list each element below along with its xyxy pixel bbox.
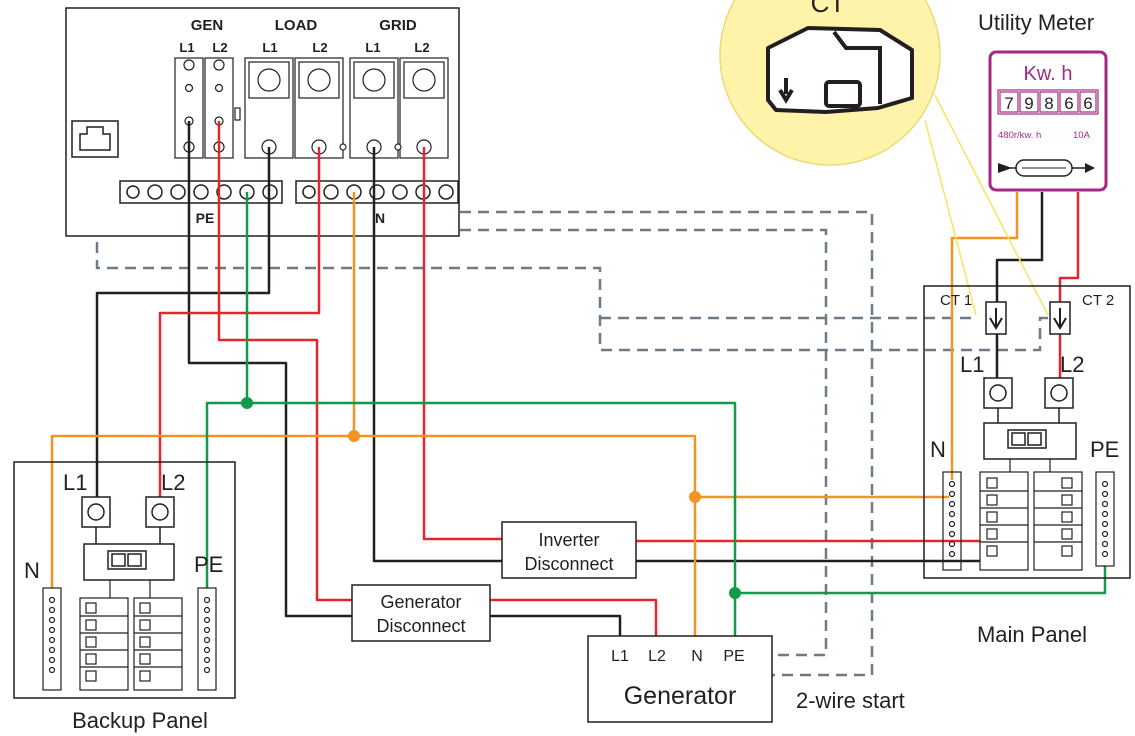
inverter-disconnect-line1: Inverter — [538, 530, 599, 550]
main-n-junction-dot — [689, 491, 701, 503]
green-wire-backup-pe — [205, 401, 737, 636]
meter-digit-1: 7 — [1004, 94, 1013, 113]
main-n-label: N — [930, 437, 946, 462]
meter-rating-right: 10A — [1073, 130, 1091, 141]
meter-rating-left: 480r/kw. h — [998, 130, 1041, 141]
meter-digit-2: 9 — [1024, 94, 1033, 113]
main-l2-label: L2 — [1060, 352, 1084, 377]
generator-disconnect: Generator Disconnect — [351, 584, 491, 642]
generator-title: Generator — [624, 682, 737, 710]
n-junction-dot — [348, 430, 360, 442]
backup-panel: L1 L2 N PE — [13, 461, 236, 733]
generator-box — [587, 635, 773, 723]
communication-lines — [95, 152, 1048, 677]
backup-pe-label: PE — [194, 552, 223, 577]
meter-unit: Kw. h — [1024, 63, 1073, 85]
backup-l1-label: L1 — [63, 470, 87, 495]
main-panel-box — [923, 285, 1131, 579]
main-ct2-label: CT 2 — [1082, 292, 1114, 309]
backup-n-bus — [42, 587, 62, 691]
grid-l2-label: L2 — [414, 40, 429, 55]
inverter-load-label: LOAD — [275, 17, 318, 34]
load-l2-label: L2 — [312, 40, 327, 55]
main-pe-label: PE — [1090, 437, 1119, 462]
inverter-pe-label: PE — [196, 210, 215, 226]
inverter-disconnect-box — [501, 521, 637, 579]
generator-disconnect-line2: Disconnect — [376, 616, 465, 636]
main-branch-breakers — [979, 459, 1083, 571]
gen-l1-label: L1 — [179, 40, 194, 55]
black-wire-grid-l1-to-inv-disconnect — [372, 147, 502, 563]
backup-branch-breakers — [79, 580, 183, 691]
generator-start-mode: 2-wire start — [796, 688, 905, 713]
generator-pe-label: PE — [723, 648, 744, 665]
red-wire-meter-to-main-l2 — [1058, 192, 1080, 378]
red-wire-gen-disconnect-to-generator — [490, 598, 658, 636]
generator-n-label: N — [691, 648, 703, 665]
ct-clamp-icon — [766, 26, 914, 114]
meter-arrow-icon — [998, 159, 1095, 177]
main-panel-title: Main Panel — [977, 622, 1087, 647]
n-bus-bar — [295, 180, 459, 204]
orange-wire-backup-n — [50, 434, 697, 636]
inverter-n-label: N — [375, 210, 385, 226]
grid-breakers — [339, 57, 449, 159]
generator-l2-label: L2 — [648, 648, 666, 665]
meter-digit-3: 8 — [1044, 94, 1053, 113]
main-breakers — [983, 377, 1077, 460]
inverter-grid-label: GRID — [379, 17, 417, 34]
generator-l1-label: L1 — [611, 648, 629, 665]
junctions — [241, 397, 741, 599]
load-l1-label: L1 — [262, 40, 277, 55]
backup-panel-box — [13, 461, 236, 699]
red-wire-load-l2-to-backup-l2 — [158, 147, 321, 497]
gen-l2-label: L2 — [212, 40, 227, 55]
backup-n-label: N — [24, 558, 40, 583]
black-wire-gen-disconnect-to-generator — [490, 614, 622, 636]
main-l1-label: L1 — [960, 352, 984, 377]
backup-panel-title: Backup Panel — [72, 708, 208, 733]
inverter-disconnect: Inverter Disconnect — [501, 521, 637, 579]
green-wire-main-pe — [735, 566, 1107, 595]
main-pe-junction-dot — [729, 587, 741, 599]
black-wire-gen-l1-to-gen-disconnect — [187, 121, 352, 618]
red-wire-gen-l2-to-gen-disconnect — [217, 121, 352, 602]
ct1-sensor-icon — [985, 301, 1007, 335]
backup-l2-label: L2 — [161, 470, 185, 495]
generator: L1 L2 N PE Generator 2-wire start — [587, 635, 905, 723]
inverter-unit: GEN LOAD GRID L1 L2 L1 L2 L1 L2 — [65, 7, 460, 237]
main-panel: CT 1 CT 2 L1 L2 N PE — [923, 285, 1131, 647]
pe-junction-dot — [241, 397, 253, 409]
rj45-port-icon — [71, 120, 119, 158]
inverter-disconnect-line2: Disconnect — [524, 554, 613, 574]
main-ct1-label: CT 1 — [940, 292, 972, 309]
orange-wire-meter-n — [950, 192, 1019, 480]
meter-box — [988, 50, 1108, 192]
meter-digits — [997, 89, 1099, 115]
grid-l1-label: L1 — [365, 40, 380, 55]
red-wire-grid-l2-to-inv-disconnect — [422, 147, 502, 541]
utility-meter: Utility Meter Kw. h 7 9 8 6 6 480r/kw. h… — [978, 10, 1108, 192]
gen-terminal-block — [174, 57, 241, 159]
load-breakers — [244, 57, 344, 159]
meter-digit-4: 6 — [1064, 94, 1073, 113]
generator-disconnect-line1: Generator — [380, 592, 461, 612]
backup-pe-bus — [197, 587, 217, 691]
ct2-sensor-icon — [1049, 301, 1071, 335]
main-pe-bus — [1095, 471, 1115, 567]
generator-disconnect-box — [351, 584, 491, 642]
backup-breakers — [81, 496, 175, 581]
black-wire-load-l1-to-backup-l1 — [95, 147, 271, 497]
gen-start-line-inner — [460, 228, 828, 657]
ct-comm-line — [95, 152, 1048, 352]
gen-start-line-outer — [460, 210, 874, 677]
ct-bubble: CT — [719, 0, 1049, 316]
ct-bubble-label: CT — [811, 0, 846, 18]
meter-digit-5: 6 — [1083, 94, 1092, 113]
main-n-bus — [942, 471, 962, 571]
inverter-gen-label: GEN — [191, 17, 224, 34]
pe-bus-bar — [119, 180, 283, 204]
utility-meter-title: Utility Meter — [978, 10, 1094, 35]
